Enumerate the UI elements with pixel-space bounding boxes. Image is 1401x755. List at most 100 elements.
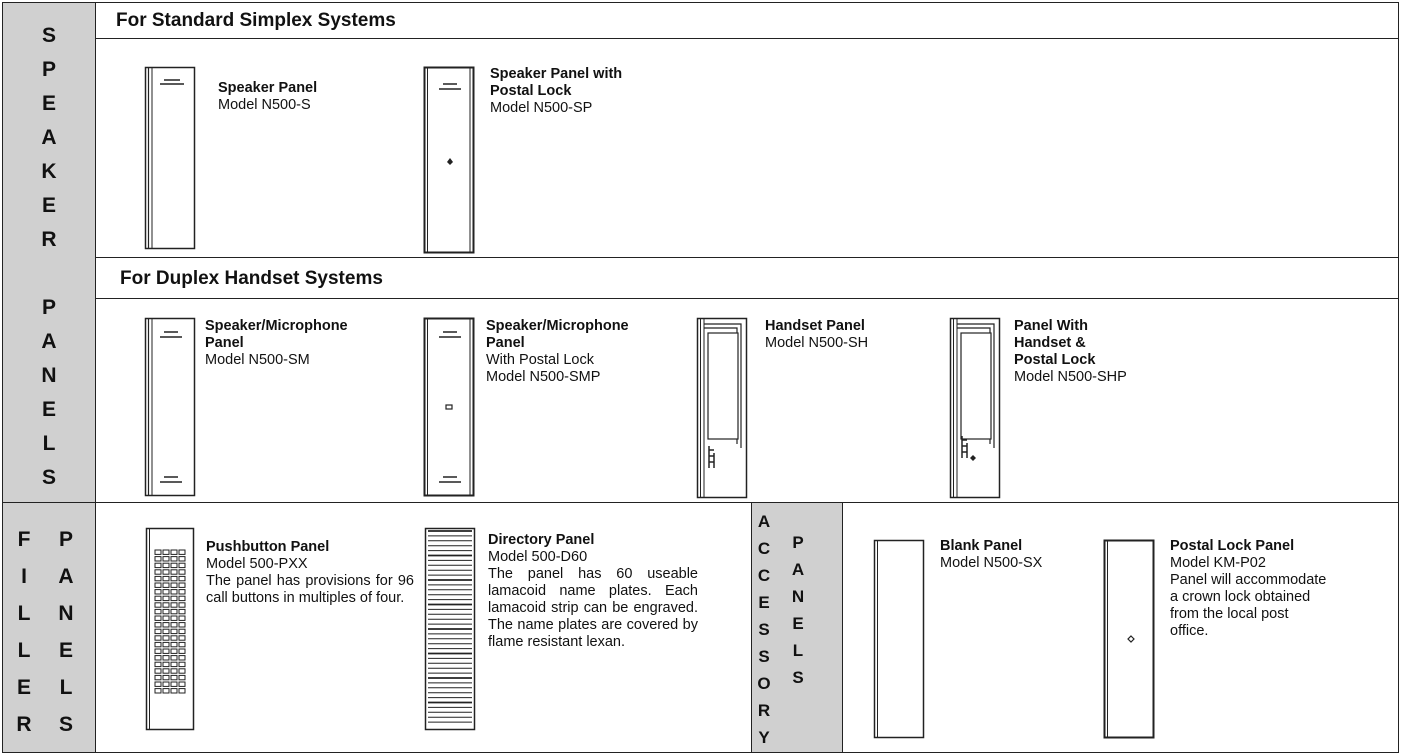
item-name: Speaker Panel	[218, 80, 318, 96]
handset-panel-illustration	[696, 317, 748, 499]
directory-panel-illustration	[424, 527, 476, 731]
handset-icon	[960, 332, 992, 440]
button-grid-icon	[154, 549, 186, 694]
side-letter: L	[59, 676, 73, 699]
item-desc-line: from the local post	[1170, 606, 1289, 622]
side-letter: Y	[758, 728, 770, 747]
postal-lock-icon	[445, 404, 453, 410]
side-letter: E	[41, 92, 56, 115]
handset-icon	[707, 332, 739, 440]
handset-cradle-icon	[961, 436, 968, 458]
handset-postal-panel-text: Panel With Handset & Postal Lock Model N…	[1014, 318, 1214, 386]
item-model: Model N500-SX	[940, 555, 1043, 571]
item-name: Directory Panel	[488, 532, 595, 548]
side-letter: A	[58, 565, 74, 588]
speaker-mic-postal-panel-illustration	[423, 317, 475, 497]
duplex-header: For Duplex Handset Systems	[95, 257, 1399, 299]
side-letter: O	[757, 674, 771, 693]
side-letter: L	[17, 602, 31, 625]
item-desc: With Postal Lock	[486, 352, 594, 368]
side-letter: N	[41, 364, 57, 387]
item-desc-line: Panel will accommodate	[1170, 572, 1327, 588]
pushbutton-panel-illustration	[145, 527, 195, 731]
item-name: Postal Lock	[1014, 352, 1096, 368]
duplex-heading: For Duplex Handset Systems	[120, 268, 383, 289]
item-desc-line: office.	[1170, 623, 1209, 639]
side-letter: S	[41, 466, 56, 489]
side-letter: A	[757, 512, 771, 531]
side-letter: R	[757, 701, 771, 720]
side-letter: E	[758, 593, 770, 612]
side-letter: C	[757, 539, 771, 558]
postal-lock-icon	[970, 455, 976, 461]
side-letter: E	[41, 194, 56, 217]
item-model: Model 500-PXX	[206, 556, 308, 572]
item-name: Postal Lock	[490, 83, 572, 99]
simplex-heading: For Standard Simplex Systems	[116, 10, 396, 31]
speaker-panel-text: Speaker Panel Model N500-S	[218, 80, 398, 114]
item-desc: The panel has 60 useable lamacoid name p…	[488, 566, 698, 650]
item-model: Model N500-SHP	[1014, 369, 1127, 385]
item-model: Model N500-SM	[205, 352, 310, 368]
speaker-panel-illustration	[144, 66, 196, 250]
blank-panel-text: Blank Panel Model N500-SX	[940, 538, 1090, 572]
side-letter: I	[21, 565, 27, 588]
handset-cradle-icon	[708, 446, 715, 468]
side-letter: P	[41, 58, 56, 81]
speaker-mic-panel-illustration	[144, 317, 196, 497]
side-letter: S	[41, 24, 56, 47]
side-letter: S	[58, 713, 73, 736]
side-letter: S	[758, 620, 770, 639]
item-name: Postal Lock Panel	[1170, 538, 1295, 554]
speaker-mic-postal-panel-text: Speaker/Microphone Panel With Postal Loc…	[486, 318, 686, 386]
item-model: Model N500-S	[218, 97, 311, 113]
side-letter: S	[758, 647, 770, 666]
side-letter: N	[58, 602, 74, 625]
side-letter: E	[792, 614, 804, 633]
side-letter: L	[17, 639, 31, 662]
speaker-mic-panel-text: Speaker/Microphone Panel Model N500-SM	[205, 318, 405, 369]
speaker-postal-panel-illustration	[423, 66, 475, 254]
item-model: Model N500-SH	[765, 335, 869, 351]
postal-lock-panel-illustration	[1103, 539, 1155, 739]
item-name: Speaker/Microphone	[486, 318, 629, 334]
speaker-postal-panel-text: Speaker Panel with Postal Lock Model N50…	[490, 66, 690, 117]
directory-panel-text: Directory Panel Model 500-D60 The panel …	[488, 532, 698, 651]
postal-lock-icon	[1127, 635, 1135, 643]
side-letter: R	[41, 228, 57, 251]
accessory-section	[842, 502, 1399, 753]
side-letter: L	[792, 641, 804, 660]
simplex-header: For Standard Simplex Systems	[95, 2, 1399, 39]
side-letter: L	[42, 432, 56, 455]
side-letter: E	[58, 639, 73, 662]
item-model: Model 500-D60	[488, 549, 588, 565]
side-letter: P	[792, 533, 804, 552]
item-name: Speaker/Microphone	[205, 318, 348, 334]
blank-panel-illustration	[873, 539, 925, 739]
item-name: Panel With	[1014, 318, 1088, 334]
handset-postal-panel-illustration	[949, 317, 1001, 499]
side-letter: C	[757, 566, 771, 585]
item-desc-line: Model KM-P02	[1170, 555, 1266, 571]
item-name: Panel	[205, 335, 244, 351]
side-letter: A	[791, 560, 805, 579]
item-model: Model N500-SMP	[486, 369, 601, 385]
item-desc-line: a crown lock obtained	[1170, 589, 1311, 605]
side-letter: K	[41, 160, 57, 183]
pushbutton-panel-text: Pushbutton Panel Model 500-PXX The panel…	[206, 539, 414, 607]
side-letter: E	[41, 398, 56, 421]
item-name: Pushbutton Panel	[206, 539, 330, 555]
postal-lock-panel-text: Postal Lock Panel Model KM-P02 Panel wil…	[1170, 538, 1370, 640]
item-name: Handset Panel	[765, 318, 865, 334]
side-letter: A	[41, 330, 57, 353]
side-letter: N	[791, 587, 805, 606]
item-name: Panel	[486, 335, 525, 351]
simplex-section	[95, 38, 1399, 258]
item-name: Blank Panel	[940, 538, 1023, 554]
item-desc: The panel has provisions for 96 call but…	[206, 573, 414, 606]
handset-panel-text: Handset Panel Model N500-SH	[765, 318, 945, 352]
